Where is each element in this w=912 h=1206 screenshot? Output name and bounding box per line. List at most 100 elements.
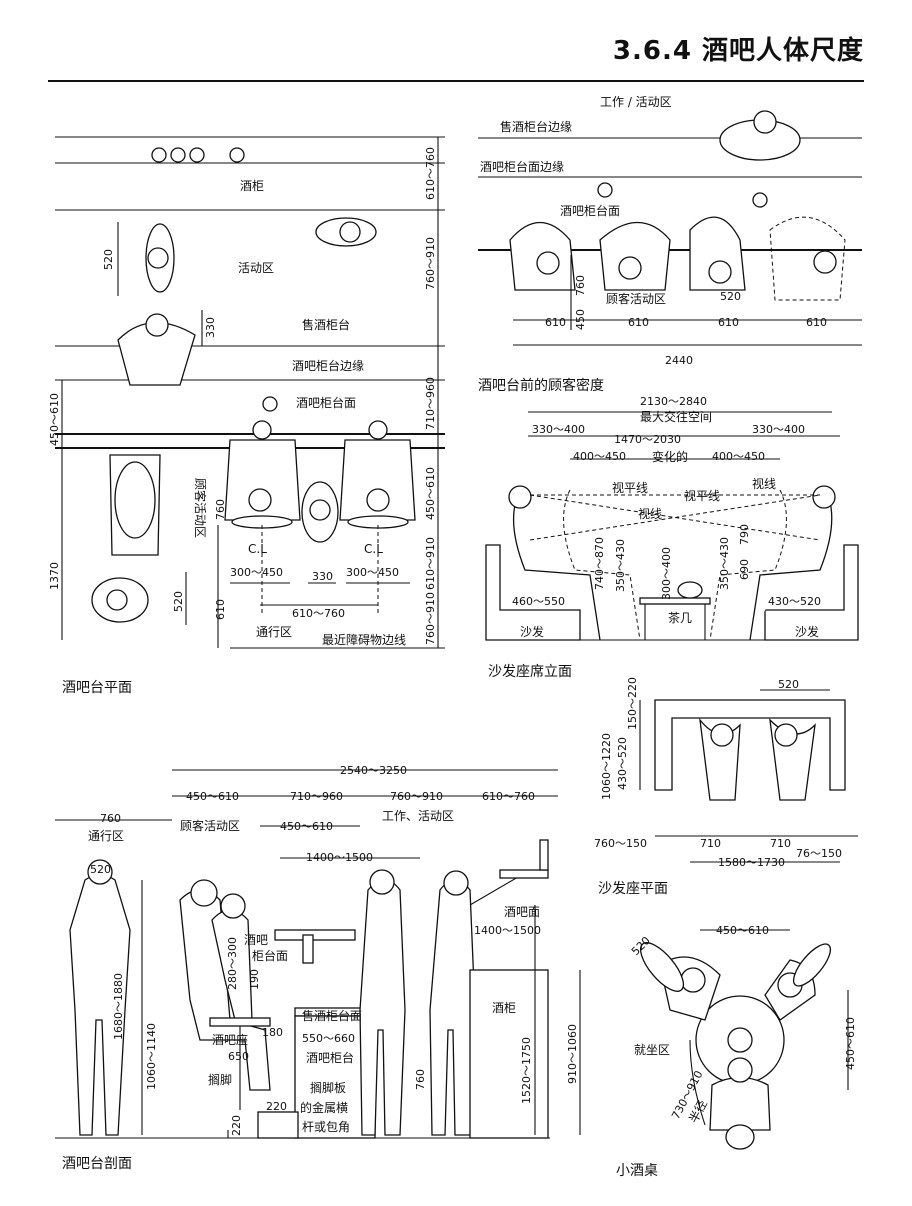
plan-dim-610: 610 <box>214 599 227 620</box>
section-dim-1400-1500a: 1400～1500 <box>306 851 373 864</box>
sofa-elev-dim-400-450b: 400～450 <box>712 450 765 463</box>
sofa-elev-dim-400-450a: 400～450 <box>573 450 626 463</box>
sofa-elev-max-space-label: 最大交往空间 <box>640 409 712 424</box>
plan-passage-label: 通行区 <box>256 625 292 639</box>
section-footrest-label: 搁脚 <box>208 1072 232 1087</box>
plan-bar-top-label: 酒吧柜台面 <box>296 395 356 410</box>
density-bar-top-edge-label: 酒吧柜台面边缘 <box>480 159 564 174</box>
section-bar-top-a-label: 酒吧 <box>244 933 268 947</box>
sofa-elevation-panel <box>485 411 859 641</box>
sofa-elev-dim-460-550: 460～550 <box>512 595 565 608</box>
section-sales-top-label: 售酒柜台面 <box>302 1008 362 1023</box>
section-passage-label: 通行区 <box>88 829 124 843</box>
section-dim-180: 180 <box>262 1026 283 1039</box>
section-dim-2540-3250: 2540～3250 <box>340 764 407 777</box>
plan-dim-330a: 330 <box>204 317 217 338</box>
section-dim-760: 760 <box>100 812 121 825</box>
plan-rdim-610-910: 610～910 <box>424 537 437 590</box>
density-dim-610-1: 610 <box>545 316 566 329</box>
section-dim-450-610b: 450～610 <box>280 820 333 833</box>
section-bar-counter-label: 酒吧柜台 <box>306 1050 354 1065</box>
sofa-elev-dim-1470-2030: 1470～2030 <box>614 433 681 446</box>
density-panel <box>478 110 862 346</box>
sofa-elev-sight4-label: 视线 <box>752 476 776 491</box>
plan-caption: 酒吧台平面 <box>62 680 132 696</box>
plan-sales-counter-label: 售酒柜台 <box>302 317 350 332</box>
bar-plan-panel <box>55 136 445 649</box>
plan-cl2-label: C.L <box>364 542 383 556</box>
small-table-caption: 小酒桌 <box>616 1163 658 1179</box>
sofa-elev-tea-table-label: 茶几 <box>668 610 692 625</box>
sofa-plan-dim-710a: 710 <box>700 837 721 850</box>
sofa-elev-sofa-right-label: 沙发 <box>795 624 819 639</box>
section-dim-910-1060: 910～1060 <box>566 1024 579 1084</box>
section-dim-550-660: 550～660 <box>302 1032 355 1045</box>
plan-dim-760: 760 <box>214 499 227 520</box>
sofa-elev-dim-790: 790 <box>738 524 751 545</box>
section-rail-3-label: 杆或包角 <box>302 1120 350 1134</box>
section-dim-220a: 220 <box>266 1100 287 1113</box>
density-customer-zone-label: 顾客活动区 <box>606 291 666 306</box>
plan-dim-610-760: 610～760 <box>292 607 345 620</box>
sofa-plan-dim-430-520: 430～520 <box>616 737 629 790</box>
sofa-plan-caption: 沙发座平面 <box>598 881 668 897</box>
sofa-elev-sofa-left-label: 沙发 <box>520 624 544 639</box>
section-dim-450-610a: 450～610 <box>186 790 239 803</box>
small-table-panel <box>639 929 849 1150</box>
plan-activity-zone-label: 活动区 <box>238 261 274 275</box>
sofa-elev-dim-690: 690 <box>738 559 751 580</box>
sofa-plan-dim-76-150: 76～150 <box>796 847 842 860</box>
sofa-elev-changing-label: 变化的 <box>652 449 688 464</box>
section-dim-220b: 220 <box>230 1115 243 1136</box>
plan-dim-520a: 520 <box>102 249 115 270</box>
section-dim-280-300: 280～300 <box>226 937 239 990</box>
plan-rdim-450-610: 450～610 <box>424 467 437 520</box>
small-table-seating-label: 就坐区 <box>634 1043 670 1057</box>
sofa-elev-sight1-label: 视平线 <box>612 480 648 495</box>
density-dim-610-3: 610 <box>718 316 739 329</box>
density-work-zone-label: 工作 / 活动区 <box>600 95 672 109</box>
sofa-elev-dim-350-430a: 350～430 <box>614 539 627 592</box>
density-dim-2440: 2440 <box>665 354 693 367</box>
plan-liquor-cabinet-label: 酒柜 <box>240 179 264 193</box>
density-dim-610-2: 610 <box>628 316 649 329</box>
page-title: 3.6.4 酒吧人体尺度 <box>612 36 864 66</box>
plan-rdim-610-760: 610～760 <box>424 147 437 200</box>
sofa-plan-dim-1580-1730: 1580～1730 <box>718 856 785 869</box>
plan-rdim-760-910a: 760～910 <box>424 237 437 290</box>
sofa-plan-dim-520: 520 <box>778 678 799 691</box>
sofa-elev-dim-330-400b: 330～400 <box>752 423 805 436</box>
section-dim-190: 190 <box>248 969 261 990</box>
section-dim-760-910: 760～910 <box>390 790 443 803</box>
section-rail-1-label: 搁脚板 <box>310 1080 346 1095</box>
sofa-elev-dim-300-400: 300～400 <box>660 547 673 600</box>
density-bar-top-label: 酒吧柜台面 <box>560 203 620 218</box>
section-rail-2-label: 的金属横 <box>300 1100 348 1115</box>
plan-customer-zone-label: 顾客活动区 <box>193 478 208 538</box>
section-bar-top-b-label: 柜台面 <box>252 948 288 963</box>
sofa-plan-dim-150-220: 150～220 <box>626 677 639 730</box>
plan-dim-450-610: 450～610 <box>48 393 61 446</box>
plan-dim-330b: 330 <box>312 570 333 583</box>
plan-dim-1370: 1370 <box>48 562 61 590</box>
section-dim-1060-1140: 1060～1140 <box>145 1023 158 1090</box>
sofa-plan-dim-710b: 710 <box>770 837 791 850</box>
sofa-elev-caption: 沙发座席立面 <box>488 664 572 680</box>
sofa-elev-dim-430-520: 430～520 <box>768 595 821 608</box>
density-dim-450: 450 <box>574 309 587 330</box>
sofa-elev-sight2-label: 视平线 <box>684 488 720 503</box>
density-sales-edge-label: 售酒柜台边缘 <box>500 119 572 134</box>
density-dim-520: 520 <box>720 290 741 303</box>
small-table-dim-450-610b: 450～610 <box>844 1017 857 1070</box>
bar-section-panel <box>55 769 581 1139</box>
sofa-plan-panel <box>639 689 858 863</box>
section-dim-1680-1880: 1680～1880 <box>112 973 125 1040</box>
plan-rdim-710-960: 710～960 <box>424 377 437 430</box>
density-dim-610-4: 610 <box>806 316 827 329</box>
sofa-plan-dim-1060-1220: 1060～1220 <box>600 733 613 800</box>
plan-bar-edge-label: 酒吧柜台边缘 <box>292 358 364 373</box>
section-customer-zone-label: 顾客活动区 <box>180 818 240 833</box>
section-bar-top-r-label: 酒吧面 <box>504 905 540 919</box>
plan-cl1-label: C.L <box>248 542 267 556</box>
